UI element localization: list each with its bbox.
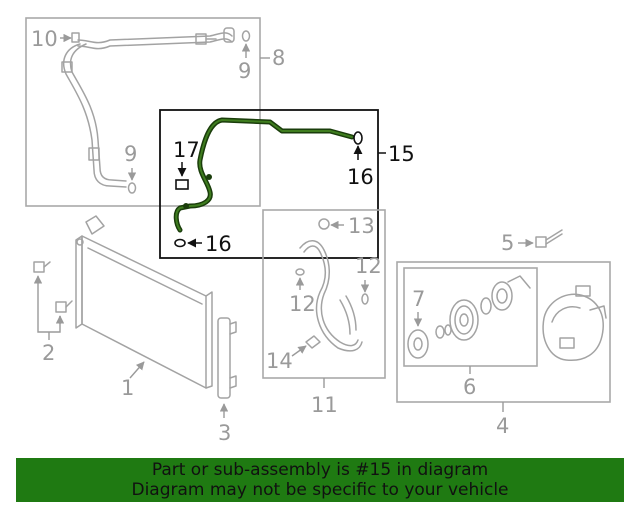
callout-14: 14 xyxy=(266,349,293,373)
parts-diagram: 8 10 9 9 15 xyxy=(25,17,611,445)
o-ring-part-9-bottom[interactable] xyxy=(127,182,137,194)
field-coil-part[interactable] xyxy=(491,275,531,311)
callout-16-bottom: 16 xyxy=(205,232,232,256)
receiver-drier-part-3[interactable] xyxy=(217,317,237,399)
fitting-part-13[interactable] xyxy=(318,218,330,230)
callout-3: 3 xyxy=(218,421,231,445)
o-ring-part-16-top[interactable] xyxy=(353,131,363,145)
valve-part-17[interactable] xyxy=(175,179,189,190)
callout-9-bottom: 9 xyxy=(124,142,137,166)
discharge-line-part[interactable] xyxy=(61,27,235,188)
banner-line-1: Part or sub-assembly is #15 in diagram xyxy=(151,460,489,480)
callout-2: 2 xyxy=(42,341,55,365)
clutch-plate-part-7[interactable] xyxy=(407,329,429,359)
group-4-box[interactable]: 4 xyxy=(396,261,611,438)
callout-16-top: 16 xyxy=(347,165,374,189)
callout-17: 17 xyxy=(173,138,200,162)
callout-10: 10 xyxy=(31,27,58,51)
o-ring-part-12-left[interactable] xyxy=(295,268,305,276)
sensor-part-14[interactable] xyxy=(305,335,321,349)
o-ring-part-9-top[interactable] xyxy=(241,30,251,42)
group-11-box[interactable]: 11 xyxy=(262,209,386,417)
group-15-box[interactable]: 15 xyxy=(159,109,415,259)
callout-1: 1 xyxy=(121,376,134,400)
compressor-body-part[interactable] xyxy=(542,285,607,362)
clutch-shims[interactable] xyxy=(435,324,452,339)
o-ring-part-12-right[interactable] xyxy=(361,293,369,305)
callout-4: 4 xyxy=(496,414,509,438)
info-banner: Part or sub-assembly is #15 in diagram D… xyxy=(16,458,624,502)
bolt-part-2-top[interactable] xyxy=(33,261,51,273)
o-ring-part-16-bottom[interactable] xyxy=(174,238,186,248)
callout-8: 8 xyxy=(272,46,285,70)
group-8-box[interactable]: 8 xyxy=(25,17,285,207)
liquid-line-part[interactable] xyxy=(299,240,363,352)
callout-12-right: 12 xyxy=(355,254,382,278)
callout-12-left: 12 xyxy=(289,292,316,316)
callout-15: 15 xyxy=(388,142,415,166)
group-6-box[interactable]: 6 xyxy=(403,267,538,399)
suction-line-part-15[interactable] xyxy=(173,117,355,233)
nut-part-10[interactable] xyxy=(71,32,80,43)
bolt-part-2-bottom[interactable] xyxy=(55,300,73,313)
bolt-part-8[interactable] xyxy=(195,33,217,45)
callout-9-top: 9 xyxy=(238,59,251,83)
callout-6: 6 xyxy=(463,375,476,399)
callout-11: 11 xyxy=(311,393,338,417)
bolt-part-5[interactable] xyxy=(535,229,563,248)
condenser-part-1[interactable] xyxy=(75,215,213,389)
snap-ring-part[interactable] xyxy=(480,297,492,315)
callout-5: 5 xyxy=(501,231,514,255)
pulley-part[interactable] xyxy=(449,299,479,341)
callout-13: 13 xyxy=(348,214,375,238)
banner-line-2: Diagram may not be specific to your vehi… xyxy=(131,480,509,500)
callout-7: 7 xyxy=(412,287,425,311)
